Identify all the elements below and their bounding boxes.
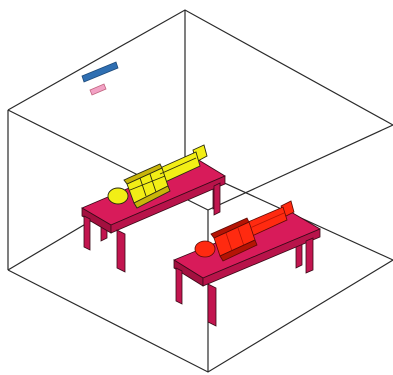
- mannequin-red-arm-right: [219, 239, 258, 262]
- room-edge-top-front-right: [207, 124, 393, 211]
- mannequin-red-arm-left: [210, 217, 250, 239]
- table-right-leg-front-mid: [207, 283, 217, 327]
- mannequin-red-head: [194, 240, 216, 258]
- table-left-leg-front-mid: [116, 229, 126, 273]
- mannequin-yellow-head: [107, 187, 129, 205]
- mannequin-yellow: [107, 144, 208, 209]
- table-right-leg-front-left: [175, 267, 183, 305]
- mannequin-yellow-arm-left: [123, 163, 163, 185]
- room-edge-outer: [7, 9, 393, 126]
- wall-panel-pink: [89, 83, 107, 96]
- table-left-leg-front-left: [83, 215, 91, 251]
- wall-panels: [81, 61, 119, 96]
- mannequin-red: [194, 200, 295, 262]
- table-left-leg-front-right: [213, 182, 221, 216]
- wall-panel-blue: [81, 61, 119, 83]
- table-right-side-right: [202, 228, 321, 287]
- mannequin-yellow-arm-right: [133, 185, 171, 209]
- table-right-leg-front-right: [305, 237, 314, 274]
- table-left-side-right: [110, 175, 226, 234]
